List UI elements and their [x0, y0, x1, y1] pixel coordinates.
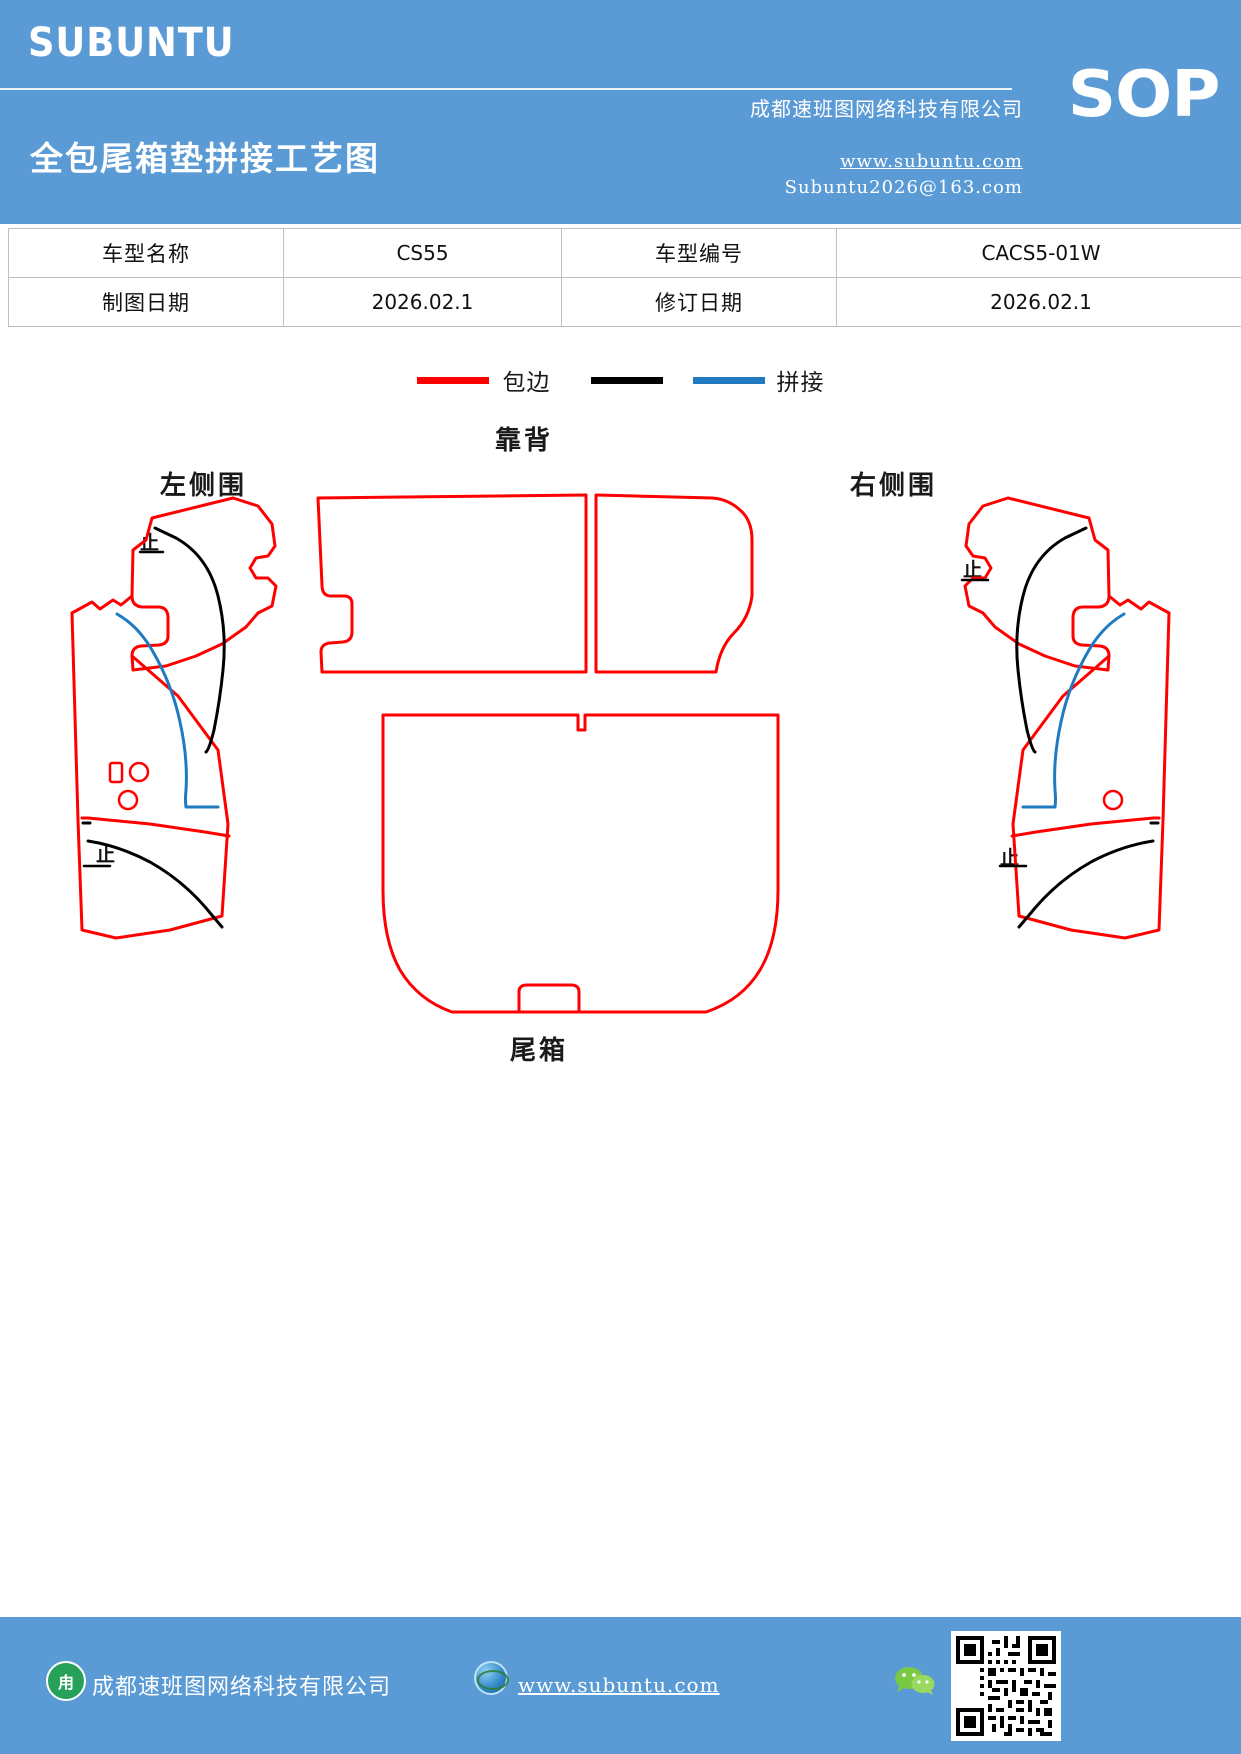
right-panel-body-outline [1107, 594, 1171, 615]
left-panel-upper-right [231, 496, 278, 615]
left-panel-hole-circle-b [117, 789, 139, 811]
right-panel-upper-outline [981, 496, 1111, 672]
right-panel-seam-black-upper [1015, 526, 1088, 754]
header-email: Subuntu2026@163.com [784, 177, 1023, 198]
trunk-mat-notch [517, 983, 581, 1014]
cell-draw-date-label: 制图日期 [8, 277, 284, 327]
pattern-pieces-svg [70, 493, 1171, 1014]
technical-drawing: 靠背 左侧围 右侧围 尾箱 止 止 止 止 [0, 400, 1241, 1100]
part-label-left-side: 左侧围 [160, 471, 248, 500]
part-label-right-side: 右侧围 [850, 471, 938, 500]
left-panel-hole-rect [108, 761, 124, 784]
legend-item-black [590, 376, 663, 384]
right-panel-seam-blue [1021, 612, 1126, 809]
table-row: 车型名称 CS55 车型编号 CACS5-01W [8, 228, 1241, 278]
page-header: SUBUNTU SOP 全包尾箱垫拼接工艺图 成都速班图网络科技有限公司 www… [0, 0, 1241, 224]
part-label-trunk: 尾箱 [510, 1036, 569, 1065]
line-swatch-blue-icon [692, 376, 765, 384]
header-company-name: 成都速班图网络科技有限公司 [750, 99, 1023, 121]
left-panel-seam-black-upper [153, 526, 226, 754]
wechat-icon [895, 1667, 935, 1695]
table-row: 制图日期 2026.02.1 修订日期 2026.02.1 [8, 277, 1241, 327]
globe-icon [474, 1661, 509, 1695]
left-panel-body-outline [70, 594, 134, 615]
header-divider [0, 88, 1012, 90]
qr-code-icon [951, 1631, 1061, 1741]
left-panel-seam-blue [115, 612, 220, 809]
trunk-mat-outline [381, 713, 780, 1014]
cell-model-code-label: 车型编号 [561, 228, 837, 278]
right-panel-seam-black-lower [1017, 839, 1155, 929]
backrest-left-outline [316, 493, 588, 674]
line-swatch-red-icon [416, 376, 489, 384]
line-swatch-black-icon [590, 376, 663, 384]
cell-draw-date-value: 2026.02.1 [283, 277, 562, 327]
legend-item-binding: 包边 [416, 363, 591, 397]
cell-model-name-label: 车型名称 [8, 228, 284, 278]
stop-mark-right-upper: 止 [963, 560, 983, 581]
brand-logo: SUBUNTU [28, 20, 235, 66]
left-panel-hole-circle-a [128, 761, 150, 783]
left-panel-lower-edge [80, 816, 231, 838]
right-panel-hole-circle [1102, 789, 1124, 811]
right-panel-body-right [1011, 611, 1171, 940]
stop-mark-left-upper: 止 [140, 533, 160, 554]
footer-company-name: 成都速班图网络科技有限公司 [92, 1674, 392, 1699]
left-panel-body-left [70, 611, 230, 940]
page-title: 全包尾箱垫拼接工艺图 [30, 142, 380, 178]
company-badge-icon: 甪 [46, 1661, 86, 1701]
left-panel-upper-outline [130, 496, 260, 672]
right-panel-lower-edge [1010, 816, 1161, 838]
cell-model-name-value: CS55 [283, 228, 562, 278]
legend: 包边 拼接 [0, 362, 1241, 398]
cell-model-code-value: CACS5-01W [836, 228, 1241, 278]
backrest-right-outline [594, 493, 754, 674]
legend-label-binding: 包边 [502, 370, 551, 395]
page-footer: 甪 成都速班图网络科技有限公司 www.subuntu.com [0, 1617, 1241, 1754]
stop-mark-left-lower: 止 [96, 845, 116, 866]
footer-website-link[interactable]: www.subuntu.com [518, 1673, 720, 1697]
cell-revision-date-value: 2026.02.1 [836, 277, 1241, 327]
part-label-backrest: 靠背 [495, 426, 554, 455]
left-panel-seam-black-lower [86, 839, 224, 929]
cell-revision-date-label: 修订日期 [561, 277, 837, 327]
vehicle-info-table: 车型名称 CS55 车型编号 CACS5-01W 制图日期 2026.02.1 … [8, 228, 1241, 327]
document-type-label: SOP [1067, 58, 1220, 132]
legend-label-seam: 拼接 [776, 370, 825, 395]
right-panel-upper-left [963, 496, 1010, 615]
legend-item-seam: 拼接 [692, 363, 825, 397]
header-website-link[interactable]: www.subuntu.com [840, 151, 1023, 172]
